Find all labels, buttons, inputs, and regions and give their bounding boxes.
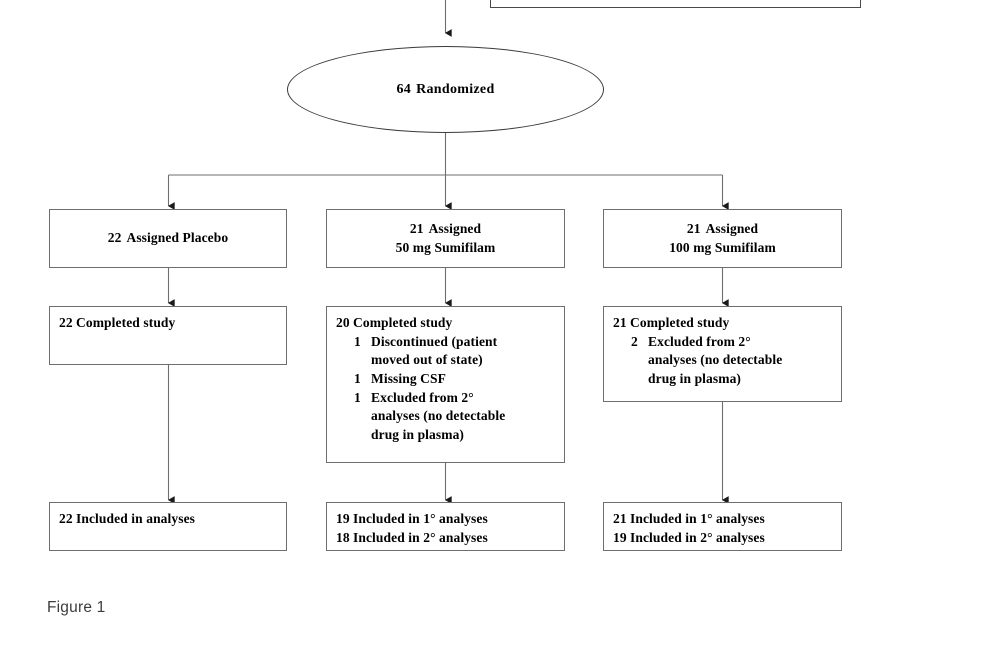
included-line-count: 19 bbox=[613, 529, 627, 545]
assigned-line-2: 50 mg Sumifilam bbox=[395, 239, 496, 255]
completed-line: moved out of state) bbox=[336, 351, 564, 370]
included-line-count: 19 bbox=[336, 511, 350, 526]
completed-line: drug in plasma) bbox=[336, 426, 564, 445]
completed-line-text: Completed study bbox=[76, 315, 176, 330]
randomized-text: Randomized bbox=[416, 81, 495, 97]
completed-line-text: Excluded from 2° bbox=[648, 333, 751, 349]
completed-line: 1 Discontinued (patient bbox=[336, 333, 564, 352]
completed-line-count: 1 bbox=[354, 389, 361, 405]
figure-caption: Figure 1 bbox=[47, 599, 106, 616]
assigned-count: 21 bbox=[409, 220, 424, 236]
assigned-text: Assigned bbox=[705, 220, 759, 236]
completed-line-count: 2 bbox=[631, 333, 638, 349]
completed-line-text: analyses (no detectable bbox=[371, 408, 506, 424]
included-line-text: Included in 1° analyses bbox=[353, 511, 488, 526]
completed-line: 1 Missing CSF bbox=[336, 370, 564, 389]
completed-line-text: Discontinued (patient bbox=[371, 333, 498, 349]
completed-line-text: drug in plasma) bbox=[371, 426, 465, 442]
assigned-text: Assigned Placebo bbox=[126, 230, 229, 246]
assigned-count: 21 bbox=[686, 220, 701, 236]
completed-line-text: analyses (no detectable bbox=[648, 352, 783, 368]
included-line-count: 21 bbox=[613, 511, 627, 526]
completed-line: analyses (no detectable bbox=[336, 407, 564, 426]
assigned-count: 22 bbox=[107, 230, 122, 246]
completed-line: analyses (no detectable bbox=[613, 351, 841, 370]
included-line-text: Included in 2° analyses bbox=[630, 529, 765, 545]
included-line-text: Included in 1° analyses bbox=[630, 511, 765, 526]
cropped-upper-box bbox=[490, 0, 861, 8]
completed-line-text: Missing CSF bbox=[371, 370, 446, 386]
included-line-text: Included in 2° analyses bbox=[353, 529, 488, 545]
included-line-count: 18 bbox=[336, 529, 350, 545]
completed-line-text: Excluded from 2° bbox=[371, 389, 474, 405]
completed-line-text: moved out of state) bbox=[371, 352, 483, 368]
completed-line: 2 Excluded from 2° bbox=[613, 333, 841, 352]
completed-line: drug in plasma) bbox=[613, 370, 841, 389]
included-line-text: Included in analyses bbox=[76, 511, 196, 526]
completed-line-text: drug in plasma) bbox=[648, 370, 742, 386]
assigned-text: Assigned bbox=[428, 220, 482, 236]
randomized-count: 64 bbox=[396, 81, 412, 97]
completed-line-count: 1 bbox=[354, 370, 361, 386]
completed-line-count: 22 bbox=[59, 315, 73, 330]
completed-line-count: 1 bbox=[354, 333, 361, 349]
completed-line-text: Completed study bbox=[630, 315, 730, 330]
completed-line-count: 20 bbox=[336, 315, 350, 330]
completed-line-count: 21 bbox=[613, 315, 627, 330]
completed-line-text: Completed study bbox=[353, 315, 453, 330]
included-line-count: 22 bbox=[59, 511, 73, 526]
completed-line: 1 Excluded from 2° bbox=[336, 389, 564, 408]
assigned-line-2: 100 mg Sumifilam bbox=[669, 239, 776, 255]
